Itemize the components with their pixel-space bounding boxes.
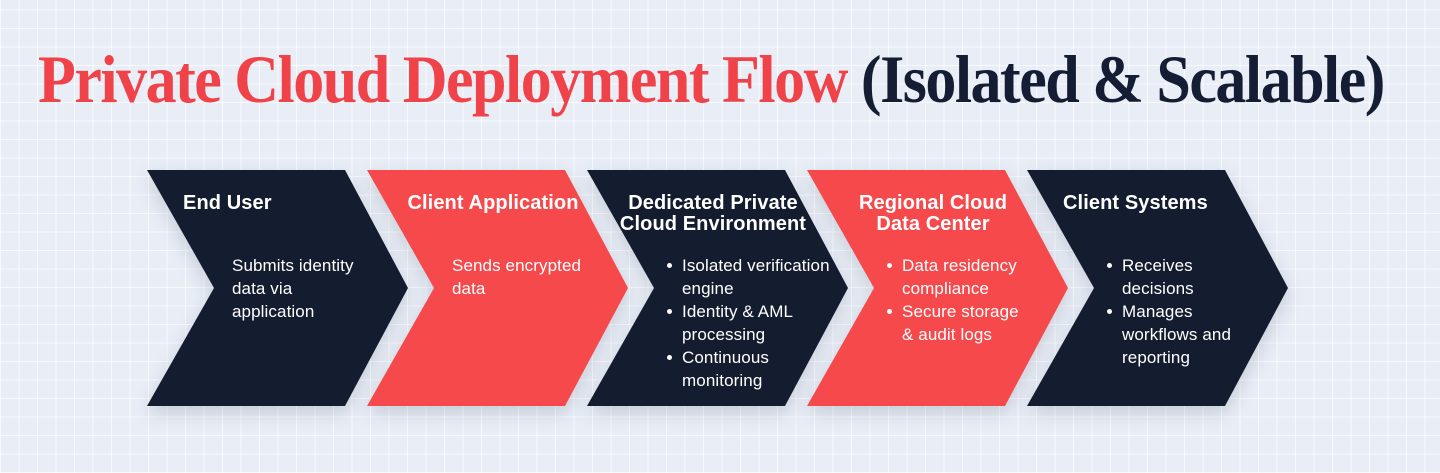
- chevron-shape: Client Systems Receives decisions Manage…: [1027, 170, 1288, 406]
- flow-step-regional-data-center: Regional Cloud Data Center Data residenc…: [807, 170, 1068, 406]
- flow-step-title: Client Application: [407, 192, 579, 214]
- flow-step-bullet: Secure storage & audit logs: [887, 300, 1032, 346]
- page-title-secondary: (Isolated & Scalable): [860, 42, 1386, 118]
- flow-step-bullet-list: Isolated verification engine Identity & …: [667, 254, 834, 392]
- flow-step-end-user: End User Submits identity data via appli…: [147, 170, 408, 406]
- page-title-primary: Private Cloud Deployment Flow: [38, 42, 848, 118]
- flow-step-bullet-list: Receives decisions Manages workflows and…: [1107, 254, 1242, 369]
- flow-step-bullet: Data residency compliance: [887, 254, 1032, 300]
- flow-step-title: Client Systems: [1063, 192, 1208, 214]
- flow-step-client-application: Client Application Sends encrypted data: [367, 170, 628, 406]
- flow-step-title: Regional Cloud Data Center: [858, 192, 1008, 235]
- chevron-shape: Regional Cloud Data Center Data residenc…: [807, 170, 1068, 406]
- page-title: Private Cloud Deployment Flow(Isolated &…: [38, 46, 1385, 114]
- flow-step-bullet-list: Data residency compliance Secure storage…: [887, 254, 1032, 346]
- flow-step-bullet: Identity & AML processing: [667, 300, 834, 346]
- flow-step-bullet: Receives decisions: [1107, 254, 1242, 300]
- flow-step-title: End User: [183, 192, 272, 214]
- flow-step-title: Dedicated Private Cloud Environment: [619, 192, 807, 235]
- flow-step-bullet: Continuous monitoring: [667, 346, 834, 392]
- flow-step-bullet: Manages workflows and reporting: [1107, 300, 1242, 369]
- flow-step-description: Sends encrypted data: [452, 256, 582, 298]
- flow-step-description: Submits identity data via application: [232, 256, 354, 321]
- flow-step-bullet: Isolated verification engine: [667, 254, 834, 300]
- flow-step-private-cloud-environment: Dedicated Private Cloud Environment Isol…: [587, 170, 848, 406]
- flow-step-client-systems: Client Systems Receives decisions Manage…: [1027, 170, 1288, 406]
